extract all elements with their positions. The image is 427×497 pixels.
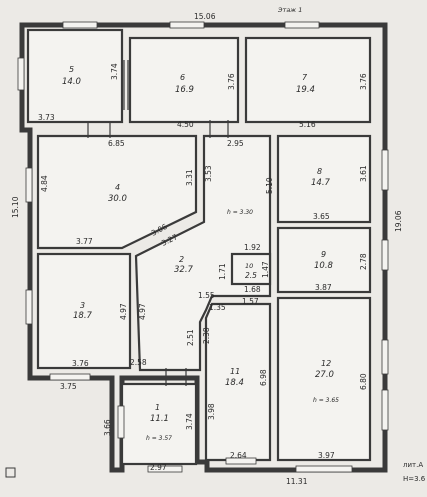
dim-r9-top: 1.92 xyxy=(244,243,261,252)
room-8-area: 14.7 xyxy=(311,178,331,188)
room-1-area: 11.1 xyxy=(150,414,169,424)
corner-height: Н=3.6 xyxy=(403,475,426,483)
room-12-height: h = 3.65 xyxy=(313,397,339,404)
room-2-height: h = 3.30 xyxy=(227,209,253,216)
room-1-number: 1 xyxy=(155,403,160,412)
dim-r4-top: 6.85 xyxy=(108,139,125,148)
corner-marker xyxy=(5,467,16,478)
dim-r4-right: 3.31 xyxy=(185,169,194,186)
room-11-area: 18.4 xyxy=(225,378,244,388)
room-7-number: 7 xyxy=(302,73,308,82)
room-10-number: 10 xyxy=(245,262,253,270)
dim-r5-h: 3.74 xyxy=(110,63,119,80)
room-4-number: 4 xyxy=(115,183,120,192)
dim-r2-left: 3.53 xyxy=(204,165,213,182)
dim-r1-bottom: 2.97 xyxy=(150,463,167,472)
dim-r1-left: 3.66 xyxy=(103,419,112,436)
dim-right-total: 19.06 xyxy=(394,210,403,232)
dim-r2-lower-left: 4.97 xyxy=(138,303,147,320)
dim-bottom-total: 11.31 xyxy=(286,477,308,486)
dim-r11-b: 1.35 xyxy=(209,303,226,312)
dim-r9-w: 3.87 xyxy=(315,283,332,292)
room-11-number: 11 xyxy=(230,367,240,376)
room-9 xyxy=(276,226,372,294)
dim-left-total: 15.10 xyxy=(11,196,20,218)
dim-r11-left: 3.98 xyxy=(207,403,216,420)
room-7-area: 19.4 xyxy=(296,85,315,95)
room-10-area: 2.5 xyxy=(245,271,257,280)
dim-r1-right: 3.74 xyxy=(185,413,194,430)
room-5 xyxy=(26,28,124,124)
room-12-number: 12 xyxy=(321,359,331,368)
room-3 xyxy=(36,252,132,370)
room-3-number: 3 xyxy=(80,301,85,310)
dim-r8-right: 3.61 xyxy=(359,165,368,182)
dim-r8-h: 5.10 xyxy=(265,177,274,194)
corner-label: лит.А xyxy=(403,461,423,469)
dim-r7-w: 5.16 xyxy=(299,120,316,129)
dim-r11-c: 1.57 xyxy=(242,297,259,306)
dim-r3-right: 4.97 xyxy=(119,303,128,320)
dim-r11-right: 6.98 xyxy=(259,369,268,386)
room-12-area: 27.0 xyxy=(315,370,334,380)
dim-r4-left: 4.84 xyxy=(40,175,49,192)
room-9-area: 10.8 xyxy=(314,261,334,271)
room-8-number: 8 xyxy=(317,167,322,176)
room-10 xyxy=(230,252,272,286)
dim-r6-h: 3.76 xyxy=(227,73,236,90)
room-9-number: 9 xyxy=(321,250,326,259)
room-6 xyxy=(128,36,240,124)
dim-r10-right: 1.47 xyxy=(261,261,270,278)
dim-r4-bottom: 3.77 xyxy=(76,237,93,246)
room-6-area: 16.9 xyxy=(175,85,194,95)
dim-r8-w: 3.65 xyxy=(313,212,330,221)
dim-r11-e: 2.38 xyxy=(202,327,211,344)
dim-r5-w: 3.73 xyxy=(38,113,55,122)
dim-r10-bottom: 1.68 xyxy=(244,285,261,294)
dim-r1-top: 2.58 xyxy=(130,358,147,367)
room-2-area: 32.7 xyxy=(174,265,194,275)
room-3-area: 18.7 xyxy=(73,311,93,321)
dim-r3-outer: 3.75 xyxy=(60,382,77,391)
room-7 xyxy=(244,36,372,124)
sheet-title: Этаж 1 xyxy=(277,6,302,14)
dim-r11-a: 1.55 xyxy=(198,291,215,300)
dim-r7-h: 3.76 xyxy=(359,73,368,90)
room-4-area: 30.0 xyxy=(108,194,127,204)
room-12 xyxy=(276,296,372,462)
dim-r2-mid: 1.71 xyxy=(218,263,227,280)
dim-r6-w: 4.50 xyxy=(177,120,194,129)
doors xyxy=(87,60,229,386)
room-2-number: 2 xyxy=(179,255,184,264)
room-5-area: 14.0 xyxy=(62,77,81,87)
dim-top-total: 15.06 xyxy=(194,12,216,21)
room-4 xyxy=(36,134,198,250)
room-8 xyxy=(276,134,372,224)
dim-r11-bottom: 2.64 xyxy=(230,451,247,460)
room-1-height: h = 3.57 xyxy=(146,435,172,442)
dim-r3-bottom: 3.76 xyxy=(72,359,89,368)
windows xyxy=(17,21,389,473)
room-5-number: 5 xyxy=(69,65,74,74)
dim-r11-d: 2.51 xyxy=(186,329,195,346)
dim-r12-right: 6.80 xyxy=(359,373,368,390)
dim-r2-top: 2.95 xyxy=(227,139,244,148)
room-6-number: 6 xyxy=(180,73,185,82)
dim-r9-h: 2.78 xyxy=(359,253,368,270)
dim-r12-bottom: 3.97 xyxy=(318,451,335,460)
